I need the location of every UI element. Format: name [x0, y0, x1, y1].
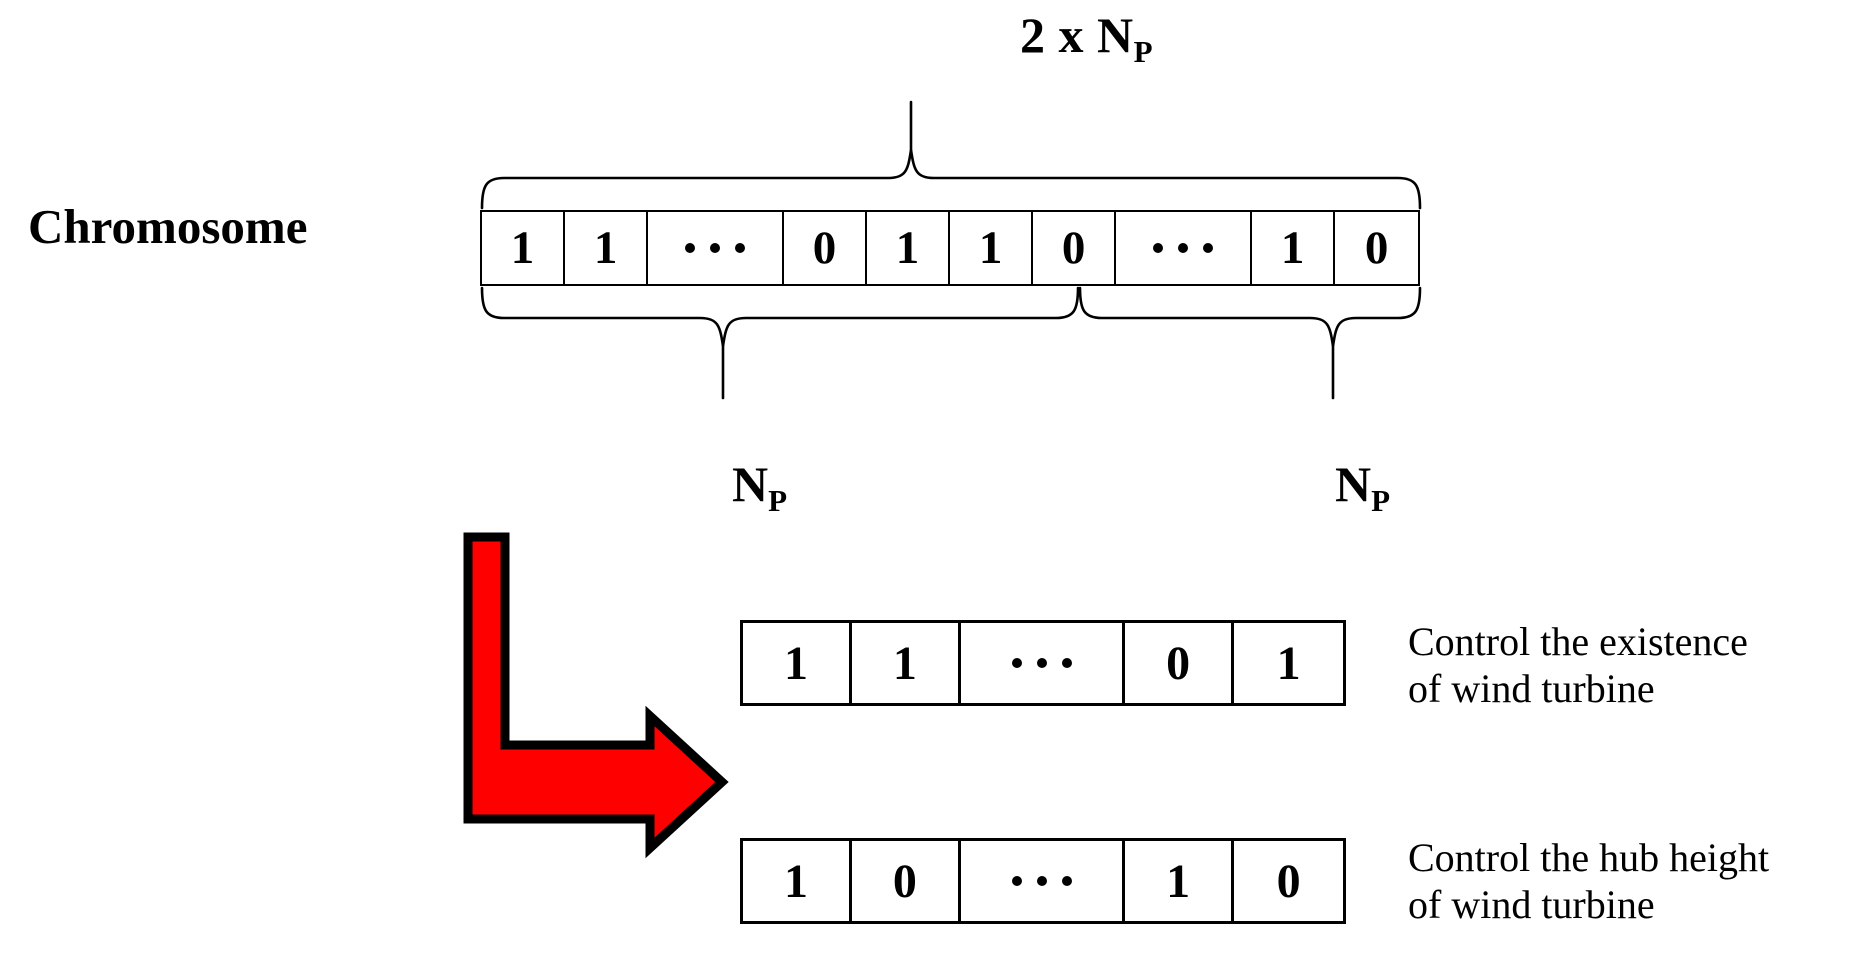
chromosome-cell: 1	[565, 212, 649, 284]
existence-gene-cell: 1	[1276, 636, 1301, 690]
chromosome-cell: 0	[784, 212, 868, 284]
hub-height-gene-cell: 0	[1276, 854, 1301, 908]
ellipsis-icon	[1011, 658, 1072, 668]
brace-right-label-subscript: P	[1371, 483, 1391, 518]
existence-gene-cell: 1	[743, 623, 852, 703]
brace-right-label: NP	[1335, 455, 1390, 518]
ellipsis-icon	[685, 243, 746, 253]
hub-height-gene-cell: 0	[852, 841, 961, 921]
ellipsis-icon	[1153, 243, 1214, 253]
ellipsis-icon	[1011, 876, 1072, 886]
chromosome-cell-ellipsis	[648, 212, 784, 284]
top-brace	[480, 100, 1422, 210]
hub-height-gene-caption: Control the hub height of wind turbine	[1408, 835, 1770, 928]
brace-left-label: NP	[732, 455, 787, 518]
chromosome-strip: 1 1 0 1 1 0 1 0	[480, 210, 1420, 286]
hub-height-gene-row: 1 0 1 0	[740, 838, 1346, 924]
brace-right-label-text: N	[1335, 456, 1372, 512]
existence-gene-row: 1 1 0 1	[740, 620, 1346, 706]
bottom-left-brace	[480, 286, 1080, 400]
chromosome-cell: 0	[1033, 212, 1117, 284]
top-brace-label-subscript: P	[1133, 34, 1154, 69]
existence-gene-caption: Control the existence of wind turbine	[1408, 619, 1748, 712]
red-elbow-arrow	[463, 532, 729, 859]
chromosome-cell: 1	[1252, 212, 1336, 284]
bottom-right-brace	[1078, 286, 1422, 400]
top-brace-label: 2 x NP	[1020, 6, 1153, 69]
hub-height-gene-cell: 1	[743, 841, 852, 921]
existence-gene-cell: 0	[1125, 623, 1235, 703]
brace-left-label-text: N	[732, 456, 769, 512]
chromosome-cell: 1	[950, 212, 1034, 284]
existence-gene-cell: 1	[852, 623, 961, 703]
hub-height-gene-cell: 1	[1125, 841, 1235, 921]
brace-left-label-subscript: P	[768, 483, 788, 518]
hub-height-gene-cell-ellipsis	[961, 841, 1126, 921]
existence-gene-cell-ellipsis	[961, 623, 1126, 703]
chromosome-cell: 0	[1364, 222, 1389, 274]
top-brace-label-text: 2 x N	[1020, 7, 1134, 63]
chromosome-cell: 1	[482, 212, 566, 284]
chromosome-cell-ellipsis	[1116, 212, 1253, 284]
chromosome-cell: 1	[867, 212, 951, 284]
chromosome-row-label: Chromosome	[28, 199, 308, 254]
